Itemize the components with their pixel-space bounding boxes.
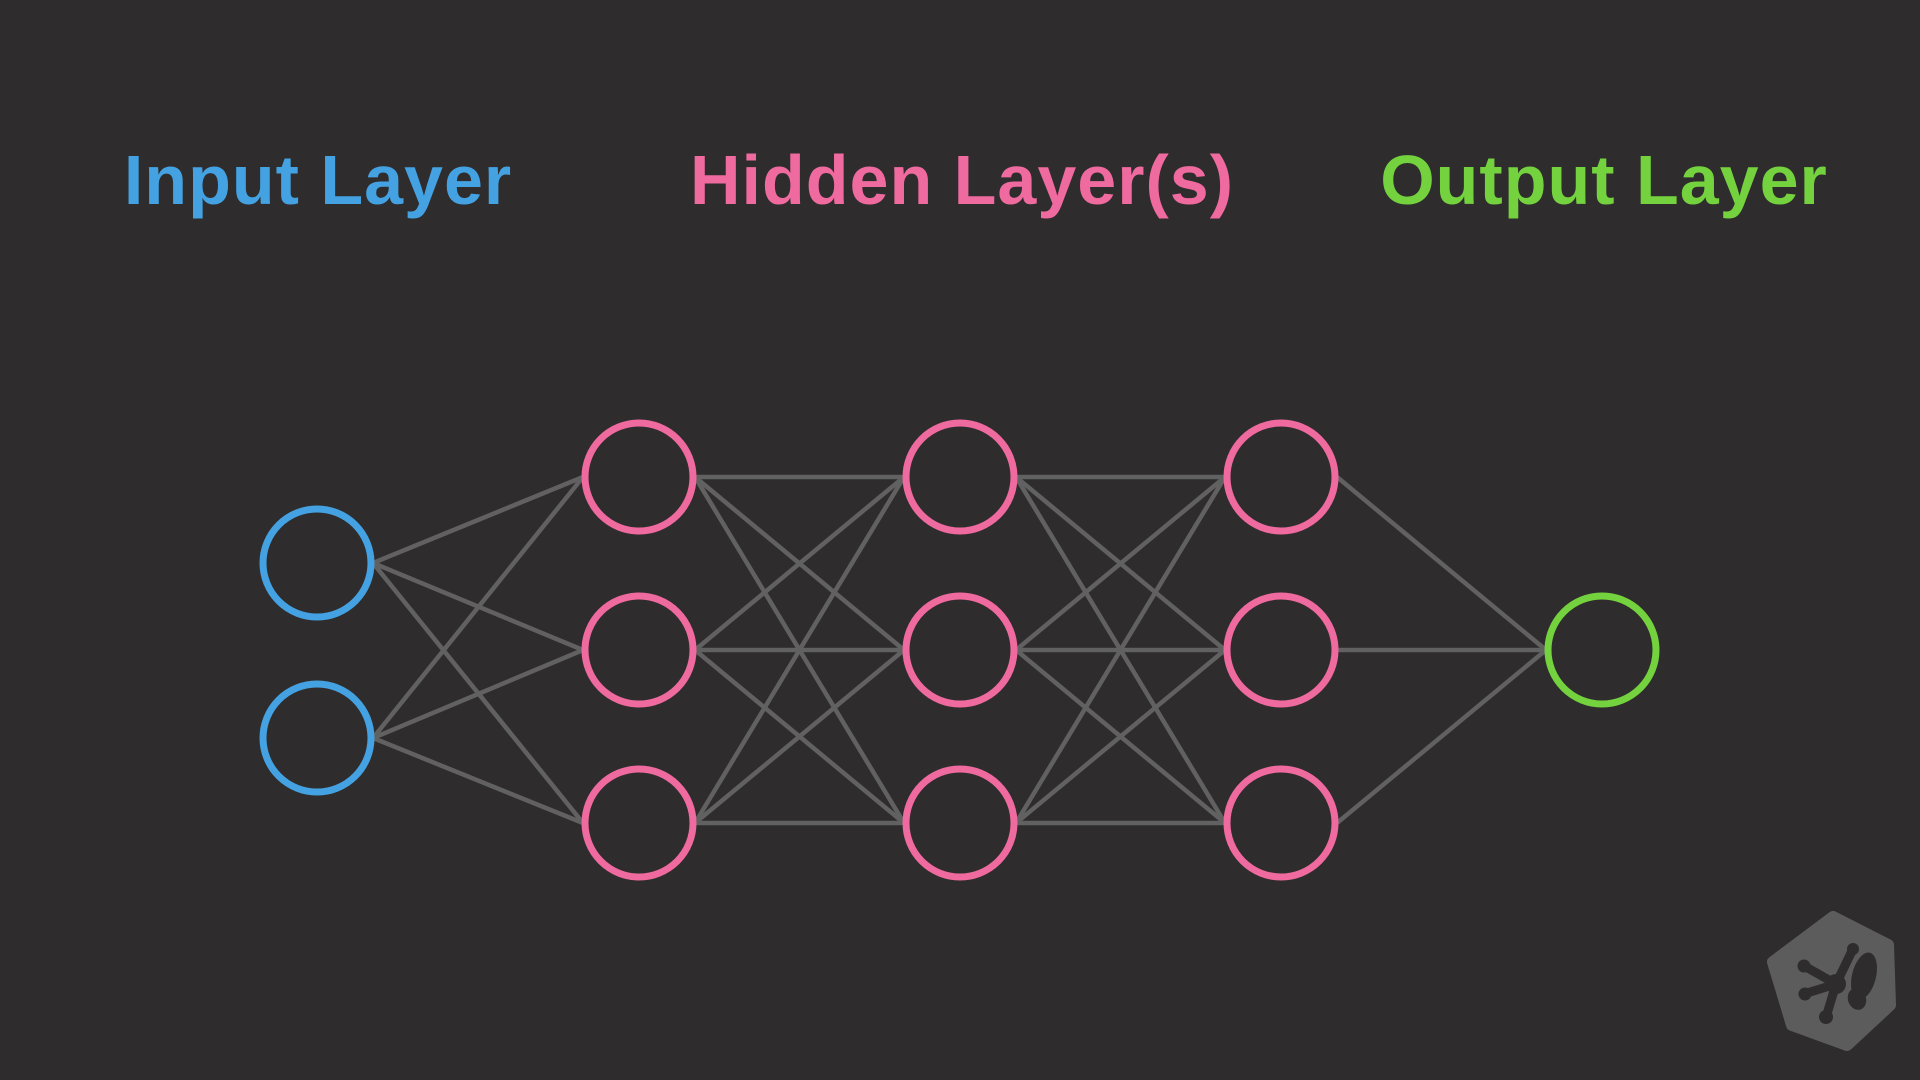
hidden-layer-2-node-2 [902, 592, 1018, 708]
connection-line [1014, 475, 1227, 652]
hidden-layer-label: Hidden Layer(s) [690, 141, 1234, 219]
hidden-layer-1-node-1 [581, 419, 697, 535]
hidden-layer-1-node-2 [581, 592, 697, 708]
output-layer-label: Output Layer [1380, 141, 1828, 219]
hidden-layer-3-node-2 [1223, 592, 1339, 708]
hidden-layer-2-node-3 [902, 765, 1018, 881]
output-layer-node-1 [1544, 592, 1660, 708]
hidden-layer-2-node-1 [902, 419, 1018, 535]
connection-line [372, 735, 584, 826]
input-layer-label: Input Layer [123, 141, 513, 219]
hidden-layer-1-node-3 [581, 765, 697, 881]
connection-line [1335, 648, 1548, 825]
connection-line [693, 475, 906, 825]
connection-line [372, 474, 584, 566]
neuron-nodes [259, 419, 1660, 881]
input-layer-node-1 [259, 505, 375, 621]
connection-line [693, 475, 906, 652]
frog-footprint-icon [1797, 943, 1878, 1024]
connection-line [1335, 475, 1548, 652]
connection-lines [371, 474, 1548, 826]
connection-line [1014, 475, 1227, 825]
connection-line [371, 475, 585, 740]
hidden-layer-3-node-1 [1223, 419, 1339, 535]
hidden-layer-3-node-3 [1223, 765, 1339, 881]
connection-line [1014, 648, 1227, 825]
connection-line [372, 647, 584, 741]
connection-line [693, 648, 906, 825]
frog-logo [1767, 911, 1896, 1051]
input-layer-node-2 [259, 680, 375, 796]
